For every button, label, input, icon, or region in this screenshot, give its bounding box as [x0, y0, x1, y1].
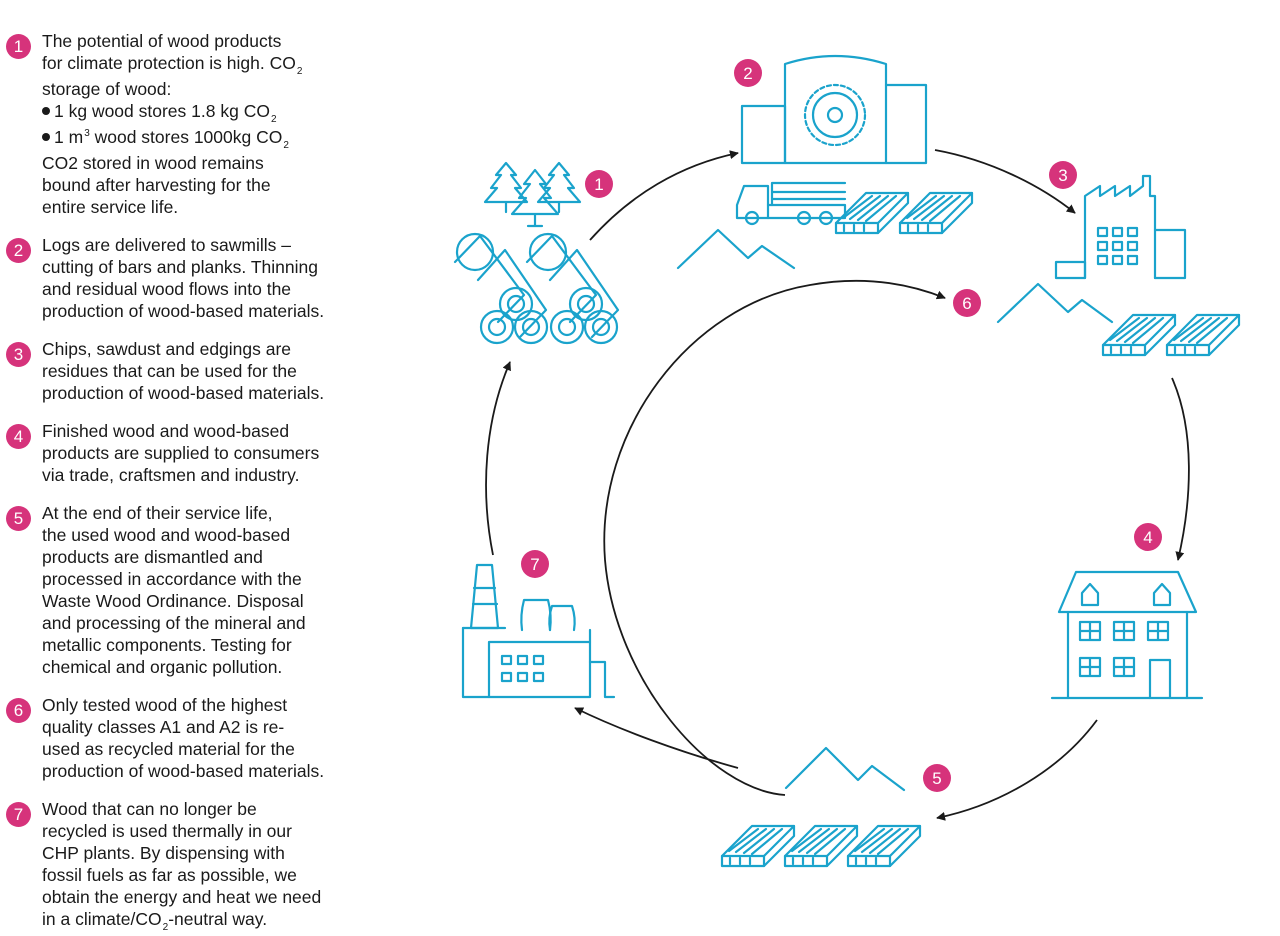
- text-line: residues that can be used for the: [42, 361, 297, 381]
- step-badge: 6: [6, 698, 31, 723]
- text-line: via trade, craftsmen and industry.: [42, 465, 300, 485]
- badge-6: 6: [953, 289, 981, 317]
- svg-text:4: 4: [1143, 528, 1152, 547]
- factory-icon: [996, 174, 1187, 324]
- text-line: for climate protection is high. CO2: [42, 53, 303, 77]
- mountains-icon: [784, 746, 906, 792]
- svg-text:6: 6: [962, 294, 971, 313]
- text-line: quality classes A1 and A2 is re-: [42, 717, 285, 737]
- step-text: Wood that can no longer be recycled is u…: [42, 798, 321, 934]
- bullet-icon: [42, 107, 50, 115]
- text-line: Finished wood and wood-based: [42, 421, 290, 441]
- text-line: CHP plants. By dispensing with: [42, 843, 285, 863]
- text-line: metallic components. Testing for: [42, 635, 292, 655]
- text-line: bound after harvesting for the: [42, 175, 271, 195]
- svg-text:2: 2: [743, 64, 752, 83]
- legend-item-4: 4 Finished wood and wood-based products …: [6, 420, 406, 486]
- text-line: production of wood-based materials.: [42, 383, 325, 403]
- legend-item-3: 3 Chips, sawdust and edgings are residue…: [6, 338, 406, 404]
- cycle-arrows: [485, 149, 1190, 821]
- text-line: processed in accordance with the: [42, 569, 302, 589]
- text-line: used as recycled material for the: [42, 739, 295, 759]
- step-text: At the end of their service life, the us…: [42, 502, 306, 678]
- svg-text:1: 1: [594, 175, 603, 194]
- arrow-inner-to-6: [603, 279, 946, 796]
- step-badge: 1: [6, 34, 31, 59]
- house-icon: [1050, 570, 1204, 700]
- text-line: products are dismantled and: [42, 547, 263, 567]
- text-line: the used wood and wood-based: [42, 525, 291, 545]
- text-line: production of wood-based materials.: [42, 761, 325, 781]
- text-line: storage of wood:: [42, 79, 172, 99]
- step-badge: 5: [6, 506, 31, 531]
- arrow-7-to-1: [485, 361, 511, 556]
- text-line: chemical and organic pollution.: [42, 657, 283, 677]
- text-line: and residual wood flows into the: [42, 279, 292, 299]
- text-line: obtain the energy and heat we need: [42, 887, 322, 907]
- mountains-icon: [676, 228, 796, 270]
- text-line: At the end of their service life,: [42, 503, 273, 523]
- legend-item-5: 5 At the end of their service life, the …: [6, 502, 406, 678]
- logs-icon: [453, 232, 620, 345]
- step-text: Chips, sawdust and edgings are residues …: [42, 338, 324, 404]
- arrow-1-to-2: [589, 150, 739, 241]
- step-badge: 3: [6, 342, 31, 367]
- text-line: Waste Wood Ordinance. Disposal: [42, 591, 304, 611]
- text-line: CO2 stored in wood remains: [42, 153, 264, 173]
- text-line: entire service life.: [42, 197, 179, 217]
- bullet-icon: [42, 133, 50, 141]
- legend: 1 The potential of wood products for cli…: [6, 30, 406, 934]
- arrow-3-to-4: [1171, 377, 1190, 561]
- step-text: Finished wood and wood-based products ar…: [42, 420, 319, 486]
- text-line: in a climate/CO2-neutral way.: [42, 909, 268, 933]
- log-truck-icon: [735, 181, 847, 226]
- text-line: Wood that can no longer be: [42, 799, 257, 819]
- text-line: Logs are delivered to sawmills –: [42, 235, 292, 255]
- text-line: fossil fuels as far as possible, we: [42, 865, 297, 885]
- arrow-4-to-5: [936, 719, 1098, 821]
- bullet-line: 1 m3 wood stores 1000kg CO2: [42, 126, 302, 152]
- arrow-2-to-3: [934, 149, 1076, 214]
- recycled-wood-icon: [1101, 313, 1241, 357]
- svg-text:5: 5: [932, 769, 941, 788]
- legend-item-1: 1 The potential of wood products for cli…: [6, 30, 406, 218]
- text-line: Chips, sawdust and edgings are: [42, 339, 292, 359]
- step-text: Logs are delivered to sawmills – cutting…: [42, 234, 324, 322]
- forest-logs-icon: [453, 161, 620, 345]
- badge-7: 7: [521, 550, 549, 578]
- badge-4: 4: [1134, 523, 1162, 551]
- text-line: The potential of wood products: [42, 31, 282, 51]
- waste-wood-icon: [720, 746, 922, 868]
- text-line: and processing of the mineral and: [42, 613, 306, 633]
- text-line: products are supplied to consumers: [42, 443, 320, 463]
- badge-2: 2: [734, 59, 762, 87]
- step-badge: 2: [6, 238, 31, 263]
- trees-icon: [483, 161, 582, 228]
- arrow-5-to-7: [574, 707, 739, 769]
- badge-5: 5: [923, 764, 951, 792]
- step-text: The potential of wood products for clima…: [42, 30, 302, 218]
- legend-item-6: 6 Only tested wood of the highest qualit…: [6, 694, 406, 782]
- text-line: recycled is used thermally in our: [42, 821, 292, 841]
- legend-item-7: 7 Wood that can no longer be recycled is…: [6, 798, 406, 934]
- badge-3: 3: [1049, 161, 1077, 189]
- bullet-line: 1 kg wood stores 1.8 kg CO2: [42, 100, 302, 126]
- text-line: Only tested wood of the highest: [42, 695, 288, 715]
- text-line: cutting of bars and planks. Thinning: [42, 257, 318, 277]
- sawmill-icon: [676, 54, 974, 270]
- text-line: production of wood-based materials.: [42, 301, 325, 321]
- svg-text:7: 7: [530, 555, 539, 574]
- legend-item-2: 2 Logs are delivered to sawmills – cutti…: [6, 234, 406, 322]
- svg-text:3: 3: [1058, 166, 1067, 185]
- step-badge: 4: [6, 424, 31, 449]
- step-badge: 7: [6, 802, 31, 827]
- step-text: Only tested wood of the highest quality …: [42, 694, 324, 782]
- badge-1: 1: [585, 170, 613, 198]
- mountains-icon: [996, 282, 1114, 324]
- chp-plant-icon: [461, 563, 616, 699]
